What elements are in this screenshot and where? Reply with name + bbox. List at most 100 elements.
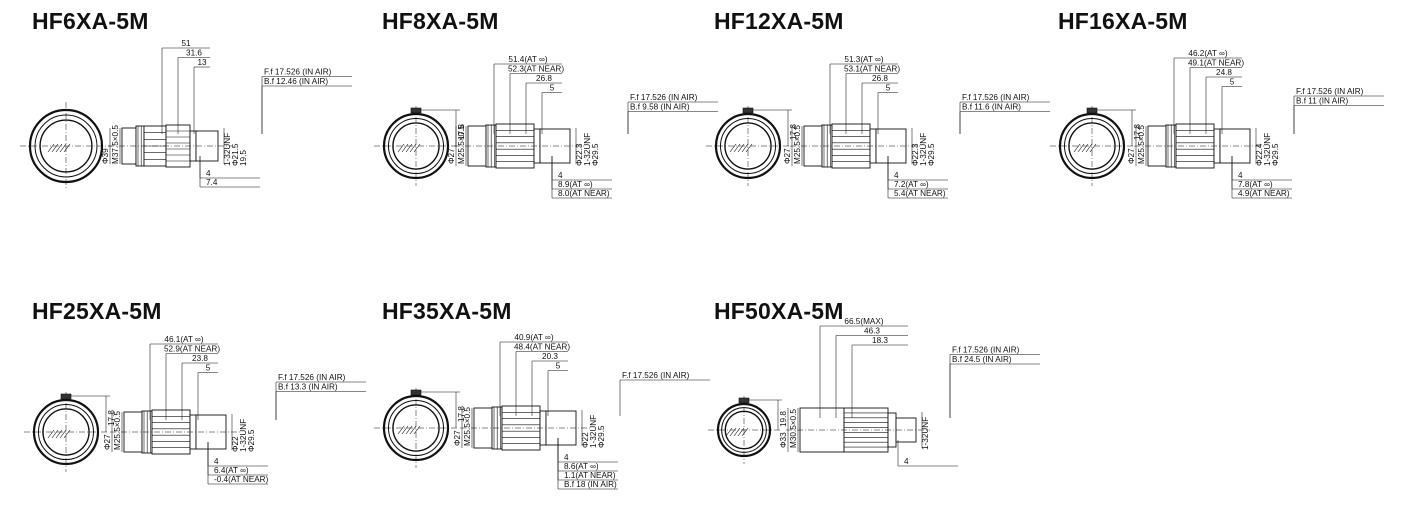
- glass-hatch: [733, 427, 741, 437]
- dimension-label: Φ22: [231, 436, 240, 452]
- glass-hatch: [725, 427, 733, 437]
- dimension-label: Φ27: [103, 434, 112, 450]
- model-title: HF6XA-5M: [32, 8, 149, 34]
- dimension-label: 46.1(AT ∞): [164, 335, 203, 344]
- dimension-label: M30.5×0.5: [789, 409, 798, 448]
- model-title: HF8XA-5M: [382, 8, 499, 34]
- glass-hatch: [51, 143, 59, 153]
- dimension-label: 52.3(AT NEAR): [508, 65, 564, 74]
- dimension-label: 4: [894, 171, 899, 180]
- dimension-label: 5: [1230, 78, 1235, 87]
- dimension-label: 46.3: [864, 327, 880, 336]
- glass-hatch: [409, 425, 417, 435]
- dimension-label: 48.4(AT NEAR): [514, 343, 570, 352]
- dimension-label: 49.1(AT NEAR): [1188, 59, 1244, 68]
- dimension-label: M25.5×0.5: [463, 407, 472, 446]
- dimension-label: M37.5×0.5: [111, 125, 120, 164]
- glass-hatch: [397, 425, 405, 435]
- dimension-label: 26.8: [536, 74, 552, 83]
- dimension-label: B.f 11 (IN AIR): [1296, 97, 1348, 106]
- dimension-label: 1-32UNF: [589, 415, 598, 448]
- dimension-label: 1-32UNF: [921, 417, 930, 450]
- dimension-label: 7.8(AT ∞): [1238, 180, 1273, 189]
- dimension-label: F.f 17.526 (IN AIR): [622, 371, 690, 380]
- dimension-label: B.f 9.58 (IN AIR): [630, 103, 690, 112]
- dimension-label: B.f 24.5 (IN AIR): [952, 355, 1012, 364]
- dimension-label: 4: [558, 171, 563, 180]
- dimension-label: 19.5: [239, 150, 248, 166]
- dimension-label: Φ22.3: [575, 143, 584, 166]
- glass-hatch: [1085, 143, 1093, 153]
- dimension-label: Φ29.5: [247, 429, 256, 452]
- glass-hatch: [55, 429, 63, 439]
- dimension-label: 5: [556, 362, 561, 371]
- glass-hatch: [1081, 143, 1089, 153]
- dimension-label: 51.4(AT ∞): [508, 55, 547, 64]
- dimension-label: Φ39: [101, 148, 110, 164]
- glass-hatch: [729, 143, 737, 153]
- dimension-label: Φ27: [783, 148, 792, 164]
- dimension-label: Φ29.5: [597, 425, 606, 448]
- dimension-label: 8.6(AT ∞): [564, 462, 599, 471]
- dimension-label: 66.5(MAX): [844, 317, 883, 326]
- dimension-label: 53.1(AT NEAR): [844, 65, 900, 74]
- glass-hatch: [397, 143, 405, 153]
- dimension-label: 7.4: [206, 178, 218, 187]
- focus-knob: [410, 107, 422, 114]
- dimension-label: F.f 17.526 (IN AIR): [630, 93, 698, 102]
- glass-hatch: [63, 429, 71, 439]
- glass-hatch: [737, 427, 745, 437]
- dimension-label: 1-32UNF: [239, 419, 248, 452]
- glass-hatch: [59, 143, 67, 153]
- dimension-label: 51: [181, 39, 191, 48]
- dimension-label: Φ22.4: [1255, 143, 1264, 166]
- glass-hatch: [55, 143, 63, 153]
- focus-knob: [60, 393, 72, 400]
- front-height-label: 17.8: [1133, 124, 1142, 140]
- model-title: HF16XA-5M: [1058, 8, 1188, 34]
- front-height-label: 17.8: [457, 124, 466, 140]
- glass-hatch: [47, 143, 55, 153]
- dimension-label: M25.5×0.5: [457, 125, 466, 164]
- dimension-label: B.f 12.46 (IN AIR): [264, 77, 328, 86]
- dimension-label: 26.8: [872, 74, 888, 83]
- dimension-label: 52.9(AT NEAR): [164, 345, 220, 354]
- dimension-label: 46.2(AT ∞): [1188, 49, 1227, 58]
- glass-hatch: [741, 143, 749, 153]
- dimension-label: 24.8: [1216, 68, 1232, 77]
- dimension-label: Φ29.5: [591, 143, 600, 166]
- glass-hatch: [59, 429, 67, 439]
- dimension-label: 31.6: [186, 49, 202, 58]
- focus-knob: [410, 389, 422, 396]
- dimension-label: 4: [214, 457, 219, 466]
- model-title: HF12XA-5M: [714, 8, 844, 34]
- dimension-label: Φ22.3: [911, 143, 920, 166]
- dimension-label: F.f 17.526 (IN AIR): [264, 68, 332, 77]
- dimension-label: 1-32UNF: [1263, 133, 1272, 166]
- dimension-label: 51.3(AT ∞): [844, 55, 883, 64]
- dimension-label: M25.5×0.5: [113, 411, 122, 450]
- dimension-label: 4: [564, 453, 569, 462]
- glass-hatch: [405, 143, 413, 153]
- dimension-label: Φ27: [1127, 148, 1136, 164]
- dimension-label: 4: [206, 169, 211, 178]
- model-title: HF25XA-5M: [32, 298, 162, 324]
- focus-knob: [742, 107, 754, 114]
- model-title: HF35XA-5M: [382, 298, 512, 324]
- dimension-label: 20.3: [542, 352, 558, 361]
- dimension-label: F.f 17.526 (IN AIR): [962, 93, 1030, 102]
- dimension-label: -0.4(AT NEAR): [214, 475, 269, 484]
- glass-hatch: [741, 427, 749, 437]
